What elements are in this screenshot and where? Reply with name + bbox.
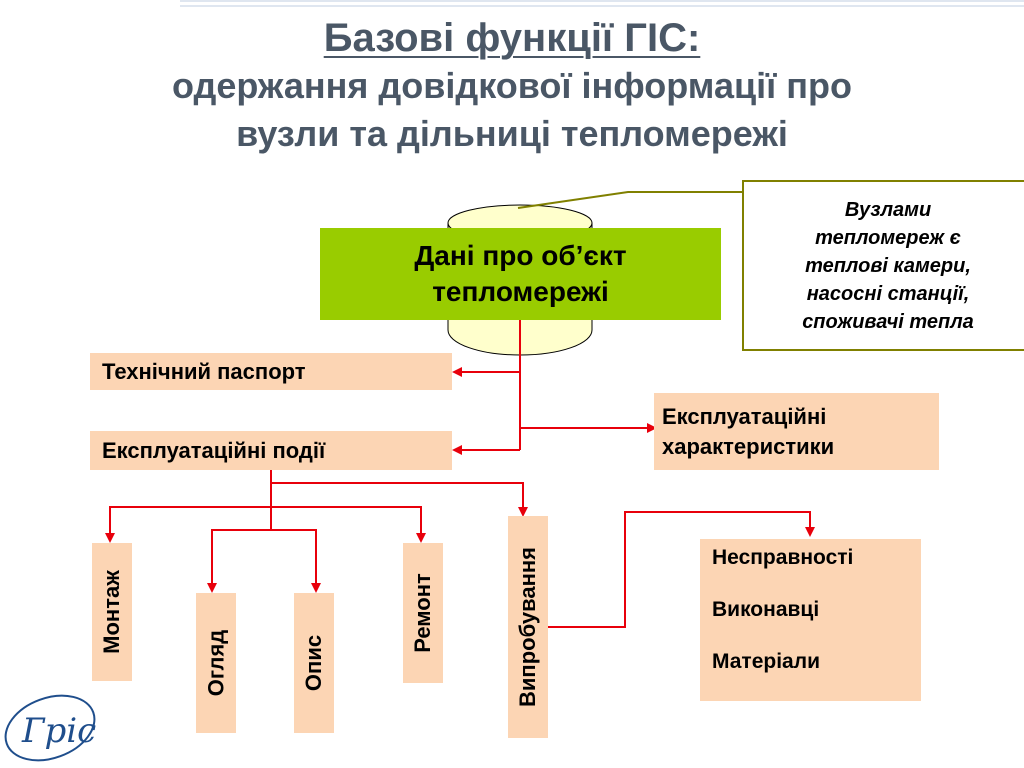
arrow-to-montage [105,506,271,543]
arrows [105,320,815,628]
characteristics-line-1: Експлуатаційні [662,403,827,429]
arrow-to-test-details [548,511,815,628]
note-line-4: насосні станції, [806,282,970,305]
note-line-2: тепломереж є [815,226,961,249]
characteristics-line-2: характеристики [662,433,835,459]
callout-line [517,191,742,209]
test-detail-item: Виконавці [712,598,820,621]
event-repair-label: Ремонт [410,573,435,653]
logo: Гріс [4,694,96,762]
event-repair-box: Ремонт [403,543,443,683]
note-line-3: теплові камери, [805,254,971,277]
event-description-box: Опис [294,593,334,733]
header-decoration-lines [180,0,1024,14]
event-testing-label: Випробування [515,547,540,707]
operational-events-box: Експлуатаційні події [90,431,452,470]
event-montage-label: Монтаж [99,570,125,654]
object-data-line-2: тепломережі [432,276,609,307]
event-inspection-box: Огляд [196,593,236,733]
event-testing-box: Випробування [508,516,548,738]
event-montage-box: Монтаж [92,543,132,681]
test-detail-item: Несправності [712,546,854,569]
title-line-3: вузли та дільниці тепломережі [236,113,788,154]
arrow-to-testing [271,482,528,517]
object-data-box: Дані про об’єкт тепломережі [320,228,721,320]
note-line-5: споживачі тепла [802,310,974,333]
operational-characteristics-box: Експлуатаційні характеристики [654,393,939,470]
slide-title: Базові функції ГІС: одержання довідкової… [0,14,1024,158]
event-inspection-label: Огляд [203,629,229,697]
test-details-box: Несправності Виконавці Матеріали [700,539,921,701]
title-line-2: одержання довідкової інформації про [172,65,852,106]
arrow-to-repair [271,506,426,543]
logo-text: Гріс [21,711,96,751]
event-description-label: Опис [301,634,327,692]
arrow-to-inspection [207,529,271,593]
note-line-1: Вузлами [844,198,932,221]
arrow-to-description [271,529,321,593]
nodes-note-callout: Вузлами тепломереж є теплові камери, нас… [742,180,1024,351]
object-data-line-1: Дані про об’єкт [414,240,627,271]
operational-events-label: Експлуатаційні події [102,437,326,463]
technical-passport-box: Технічний паспорт [90,353,452,390]
technical-passport-label: Технічний паспорт [102,358,306,384]
title-line-1: Базові функції ГІС: [323,16,701,60]
test-detail-item: Матеріали [712,650,820,673]
